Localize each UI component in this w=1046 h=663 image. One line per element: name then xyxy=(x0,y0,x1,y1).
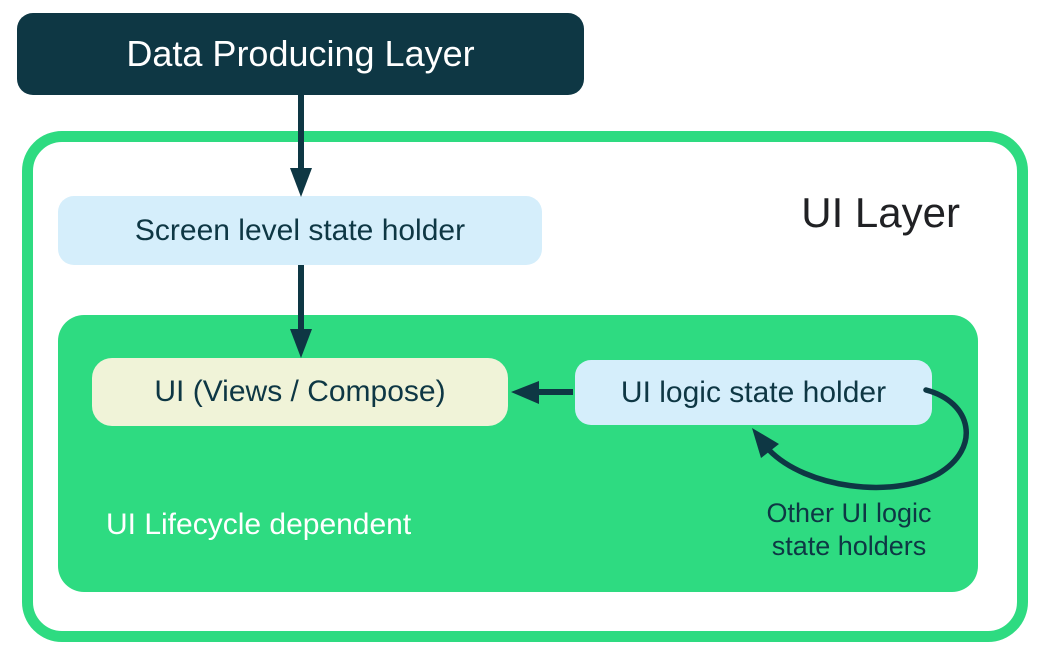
node-ui-logic-state-holder: UI logic state holder xyxy=(575,360,932,425)
ui-layer-title: UI Layer xyxy=(801,189,960,236)
node-ui-views-compose: UI (Views / Compose) xyxy=(92,358,508,426)
node-data-producing-layer: Data Producing Layer xyxy=(17,13,584,95)
ui-lifecycle-dependent-label: UI Lifecycle dependent xyxy=(106,508,412,541)
other-ui-logic-line1: Other UI logic xyxy=(766,498,932,528)
node-data-producing-layer-label: Data Producing Layer xyxy=(126,33,475,74)
node-screen-level-state-holder-label: Screen level state holder xyxy=(134,213,466,247)
other-ui-logic-state-holders-label: Other UI logic state holders xyxy=(729,497,969,563)
other-ui-logic-line2: state holders xyxy=(771,530,927,561)
node-screen-level-state-holder: Screen level state holder xyxy=(58,196,542,265)
node-ui-views-compose-label: UI (Views / Compose) xyxy=(154,375,446,408)
node-ui-logic-state-holder-label: UI logic state holder xyxy=(620,375,887,409)
